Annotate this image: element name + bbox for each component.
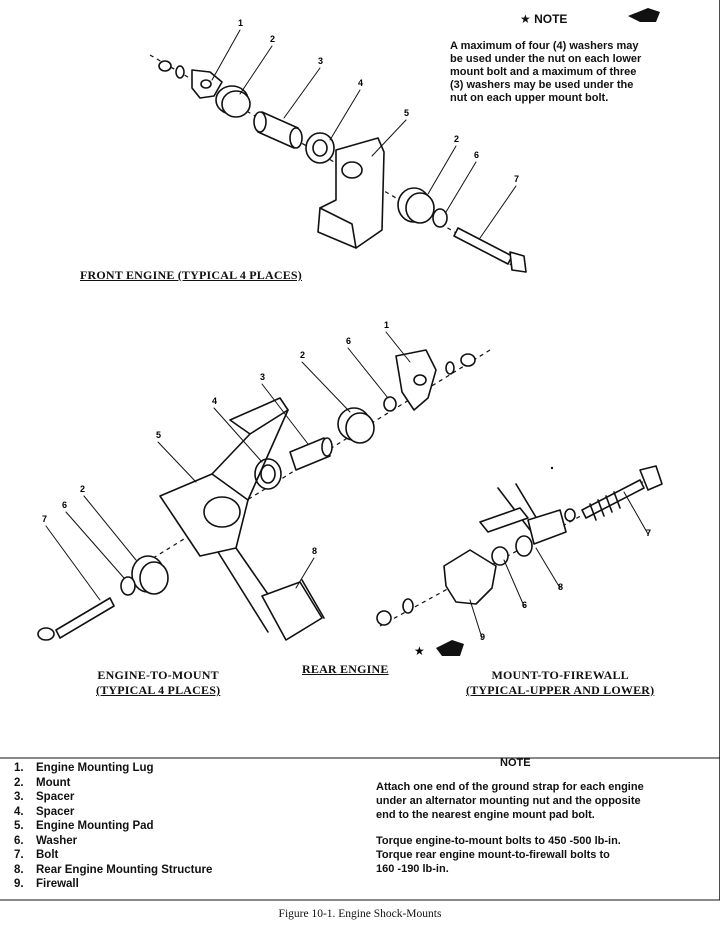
bottom-note-line: 160 -190 lb-in.: [376, 863, 449, 875]
legend-item: 5.Engine Mounting Pad: [14, 820, 154, 832]
callout-numbers: 1 2 3 4 5 2 6 7 1 6 2 3 4 5 2 6 7 8 7 8 6 9: [42, 18, 651, 642]
front-engine-assembly: [149, 54, 527, 273]
bottom-note-line: Torque rear engine mount-to-firewall bol…: [376, 849, 610, 861]
caption-engine-to-mount-line1: ENGINE-TO-MOUNT: [97, 668, 219, 682]
caption-front-engine: FRONT ENGINE (TYPICAL 4 PLACES): [80, 268, 303, 282]
top-note-body: A maximum of four (4) washers may be use…: [450, 40, 710, 105]
hand-pointer-icon: [628, 8, 660, 22]
top-note-line: mount bolt and a maximum of three: [450, 66, 637, 78]
rear-callout-1: 1: [384, 320, 389, 330]
rear-callout-8: 8: [312, 546, 317, 556]
star-icon: ★: [414, 644, 425, 658]
front-callout-4: 4: [358, 78, 363, 88]
bottom-note-line: Attach one end of the ground strap for e…: [376, 781, 644, 793]
bottom-note-line: under an alternator mounting nut and the…: [376, 795, 641, 807]
parts-legend: 1.Engine Mounting Lug 2.Mount 3.Spacer 4…: [14, 762, 212, 893]
top-note-title-wrap: ★ NOTE: [520, 10, 567, 28]
front-callout-1: 1: [238, 18, 243, 28]
front-washer: [432, 208, 448, 228]
caption-rear-engine: REAR ENGINE: [302, 662, 389, 676]
legend-item: 7.Bolt: [14, 849, 59, 861]
top-note-line: (3) washers may be used under the: [450, 79, 634, 91]
legend-item: 3.Spacer: [14, 791, 75, 803]
rear-callout-8: 8: [558, 582, 563, 592]
rear-callout-2: 2: [80, 484, 85, 494]
rear-callout-7: 7: [42, 514, 47, 524]
rear-callout-3: 3: [260, 372, 265, 382]
legend-item: 6.Washer: [14, 834, 78, 847]
bottom-note-line: end to the nearest engine mount pad bolt…: [376, 809, 595, 821]
top-note-line: nut on each upper mount bolt.: [450, 92, 609, 104]
front-spacer-3: [253, 111, 303, 149]
caption-engine-to-mount-line2: (TYPICAL 4 PLACES): [96, 683, 221, 697]
bottom-note-body: Attach one end of the ground strap for e…: [376, 780, 706, 876]
front-callout-6: 6: [474, 150, 479, 160]
mount-to-firewall-assembly: [376, 465, 663, 627]
rear-spacer-3: [289, 437, 333, 471]
front-nut: [158, 60, 185, 79]
rear-callout-7: 7: [646, 528, 651, 538]
engine-to-mount-assembly: [37, 349, 491, 641]
hand-pointer-icon-lower: [436, 640, 464, 656]
caption-mount-to-firewall: MOUNT-TO-FIREWALL (TYPICAL-UPPER AND LOW…: [466, 668, 654, 698]
front-mount-upper: [215, 85, 251, 118]
bottom-note-title: NOTE: [500, 757, 531, 769]
front-spacer-4: [305, 132, 335, 164]
caption-engine-to-mount: ENGINE-TO-MOUNT (TYPICAL 4 PLACES): [96, 668, 220, 698]
rear-callout-6: 6: [62, 500, 67, 510]
legend-item: 2.Mount: [14, 776, 71, 789]
front-bolt: [453, 227, 527, 273]
rear-engine-mounting-lug: [395, 349, 437, 411]
rear-mount-lower: [131, 555, 169, 595]
caption-mount-to-firewall-line1: MOUNT-TO-FIREWALL: [491, 668, 629, 682]
rear-callout-4: 4: [212, 396, 217, 406]
front-callout-7: 7: [514, 174, 519, 184]
legend-item: 9.Firewall: [14, 878, 79, 890]
figure-caption: Figure 10-1. Engine Shock-Mounts: [278, 908, 442, 920]
legend-item: 8.Rear Engine Mounting Structure: [14, 863, 213, 876]
front-callout-5: 5: [404, 108, 409, 118]
rear-bolt-left: [37, 597, 115, 641]
firewall-mount-structure: [479, 483, 567, 557]
legend-item: 4.Spacer: [14, 805, 75, 818]
bottom-note-line: Torque engine-to-mount bolts to 450 -500…: [376, 835, 621, 847]
star-icon: ★: [520, 12, 535, 26]
rear-bolt-right: [581, 465, 663, 521]
top-note-line: be used under the nut on each lower: [450, 53, 642, 65]
front-callout-2: 2: [270, 34, 275, 44]
rear-engine-mounting-structure: [217, 547, 325, 641]
legend-item: 1.Engine Mounting Lug: [14, 762, 154, 774]
rear-spacer-4: [254, 458, 282, 490]
rear-mount-upper: [337, 407, 375, 444]
front-engine-mounting-lug: [191, 69, 223, 99]
top-note-title: NOTE: [534, 12, 568, 26]
speck: [550, 466, 554, 470]
rear-callout-9: 9: [480, 632, 485, 642]
firewall: [443, 549, 497, 605]
top-note-line: A maximum of four (4) washers may: [450, 40, 639, 52]
rear-callout-6: 6: [346, 336, 351, 346]
caption-mount-to-firewall-line2: (TYPICAL-UPPER AND LOWER): [466, 683, 655, 697]
front-callout-3: 3: [318, 56, 323, 66]
rear-callout-6: 6: [522, 600, 527, 610]
rear-callout-2: 2: [300, 350, 305, 360]
leader-lines: [45, 29, 649, 639]
front-callout-2: 2: [454, 134, 459, 144]
rear-callout-5: 5: [156, 430, 161, 440]
front-mount-lower: [397, 187, 435, 224]
